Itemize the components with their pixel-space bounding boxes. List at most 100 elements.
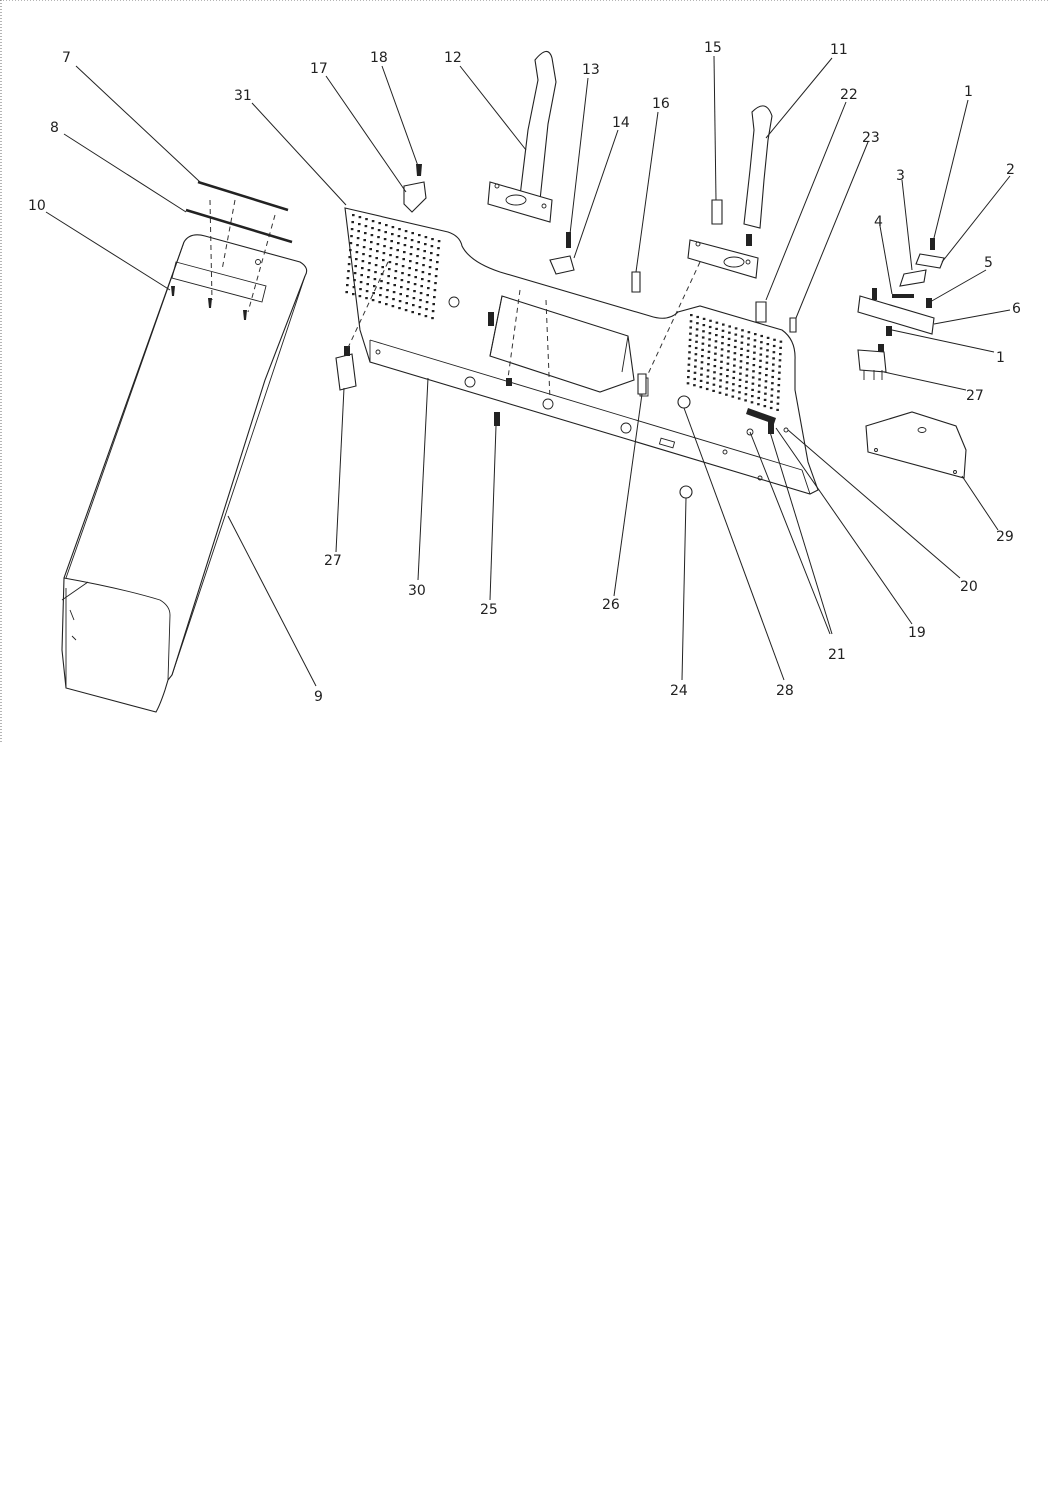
- perforation-hole: [352, 286, 356, 289]
- perforation-hole: [779, 353, 782, 356]
- perforation-hole: [391, 226, 395, 229]
- perforation-hole: [422, 257, 426, 260]
- perforation-hole: [771, 369, 775, 372]
- perforation-hole: [366, 283, 369, 286]
- perforation-hole: [374, 271, 377, 274]
- callout-7: 7: [62, 50, 71, 66]
- perforation-hole: [689, 332, 692, 335]
- perforation-hole: [696, 315, 699, 319]
- perforation-hole: [728, 331, 731, 334]
- perforation-hole: [740, 335, 744, 338]
- part-27-relay: [857, 344, 887, 380]
- perforation-hole: [390, 240, 393, 243]
- perforation-hole: [401, 265, 405, 268]
- perforation-hole: [727, 344, 731, 347]
- perforation-hole: [427, 280, 431, 283]
- part-12-hose: [487, 50, 557, 223]
- perforation-hole: [404, 230, 408, 233]
- perforation-hole: [425, 308, 428, 311]
- perforation-hole: [770, 394, 774, 397]
- perforation-hole: [687, 363, 691, 366]
- callout-18: 18: [370, 50, 388, 66]
- perforation-hole: [733, 345, 737, 349]
- perforation-hole: [347, 263, 351, 266]
- perforation-hole: [357, 230, 360, 233]
- perforation-hole: [407, 281, 410, 284]
- perforation-hole: [694, 359, 697, 362]
- perforation-hole: [728, 325, 731, 328]
- perforation-hole: [770, 400, 773, 403]
- callout-27-right: 27: [966, 388, 984, 404]
- perforation-hole: [708, 332, 712, 335]
- perforation-left: [345, 214, 441, 320]
- perforation-hole: [776, 396, 780, 399]
- perforation-hole: [397, 235, 401, 238]
- perforation-hole: [708, 325, 712, 329]
- callout-23: 23: [862, 130, 880, 146]
- callout-16: 16: [652, 96, 670, 112]
- perforation-hole: [687, 357, 691, 360]
- perforation-hole: [701, 348, 704, 351]
- perforation-hole: [395, 256, 399, 259]
- perforation-hole: [350, 228, 354, 231]
- perforation-hole: [694, 353, 698, 356]
- perforation-hole: [364, 232, 367, 235]
- perforation-hole: [766, 343, 770, 346]
- perforation-hole: [707, 350, 711, 353]
- perforation-hole: [752, 357, 756, 360]
- perforation-hole: [419, 292, 423, 295]
- callout-11: 11: [830, 42, 848, 58]
- perforation-hole: [358, 223, 361, 226]
- perforation-hole: [758, 378, 761, 381]
- perforation-hole: [419, 299, 422, 302]
- callout-20: 20: [960, 579, 978, 595]
- perforation-hole: [396, 249, 399, 252]
- part-8-strip: [185, 208, 293, 244]
- perforation-hole: [687, 376, 690, 379]
- perforation-hole: [400, 279, 404, 282]
- perforation-hole: [745, 368, 749, 371]
- perforation-hole: [424, 243, 427, 246]
- part-7-strip: [197, 180, 289, 212]
- perforation-hole: [769, 406, 773, 410]
- part-31-main-panel: [344, 207, 819, 495]
- perforation-hole: [721, 335, 724, 339]
- perforation-hole: [746, 362, 749, 365]
- perforation-hole: [365, 218, 368, 221]
- perforation-hole: [734, 333, 738, 336]
- perforation-hole: [420, 285, 423, 288]
- perforation-hole: [725, 393, 728, 396]
- perforation-hole: [416, 255, 419, 258]
- callout-5: 5: [984, 255, 993, 271]
- perforation-hole: [764, 386, 767, 389]
- perforation-hole: [383, 238, 387, 241]
- perforation-hole: [394, 277, 397, 280]
- callout-25: 25: [480, 602, 498, 618]
- perforation-hole: [428, 266, 432, 269]
- perforation-hole: [353, 279, 356, 282]
- perforation-hole: [375, 257, 378, 260]
- perforation-hole: [714, 352, 717, 355]
- perforation-hole: [425, 301, 429, 304]
- perforation-hole: [702, 330, 705, 333]
- perforation-hole: [411, 311, 414, 314]
- perforation-hole: [750, 401, 754, 404]
- perforation-hole: [386, 282, 390, 285]
- perforation-hole: [758, 384, 761, 387]
- perforation-hole: [689, 320, 693, 323]
- perforation-hole: [428, 273, 431, 276]
- perforation-hole: [777, 390, 780, 393]
- perforation-hole: [430, 245, 434, 248]
- perforation-hole: [777, 384, 781, 387]
- perforation-hole: [436, 261, 439, 264]
- perforation-hole: [403, 251, 406, 254]
- perforation-hole: [388, 261, 392, 264]
- perforation-hole: [695, 328, 699, 331]
- perforation-hole: [707, 356, 710, 360]
- perforation-hole: [358, 295, 362, 298]
- perforation-hole: [379, 294, 382, 297]
- perforation-hole: [757, 390, 761, 393]
- perforation-hole: [759, 353, 763, 356]
- perforation-hole: [696, 322, 699, 325]
- perforation-hole: [687, 369, 690, 372]
